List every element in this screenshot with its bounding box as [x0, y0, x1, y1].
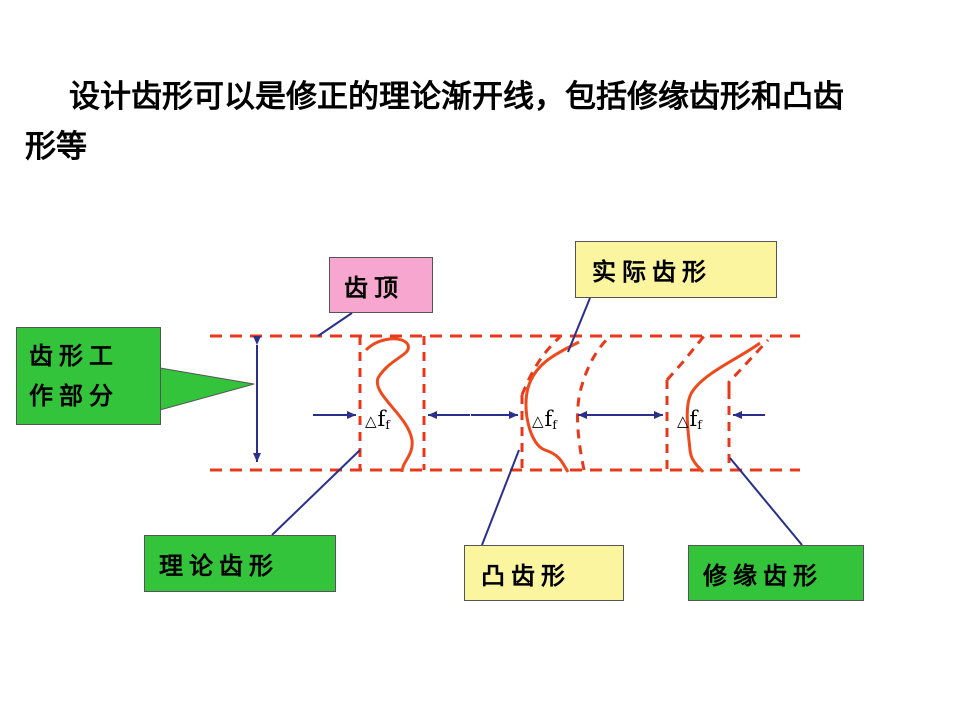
tooth-top-leader — [317, 312, 353, 337]
convex-right-dashed-boundary — [576, 334, 612, 471]
theoretical-profile-label: 理论齿形 — [144, 535, 336, 592]
deviation-label-1: △ff — [365, 407, 390, 432]
working-part-callout-pointer — [159, 367, 255, 411]
theoretical-actual-curve — [364, 337, 414, 473]
actual-profile-leader — [567, 297, 591, 353]
modified-profile-label: 修缘齿形 — [688, 545, 864, 601]
modified-profile-leader — [729, 457, 803, 546]
actual-profile-label: 实际齿形 — [575, 241, 777, 298]
theoretical-profile-leader — [271, 449, 361, 536]
working-part-label: 齿形工 作部分 — [16, 327, 161, 425]
deviation-label-2: △ff — [532, 407, 557, 432]
modified-actual-curve — [685, 341, 761, 473]
convex-profile-leader — [481, 449, 520, 546]
tooth-top-label: 齿顶 — [329, 257, 433, 313]
modified-right-dashed-boundary — [727, 338, 770, 390]
convex-profile-label: 凸齿形 — [464, 545, 624, 601]
page-title: 设计齿形可以是修正的理论渐开线，包括修缘齿形和凸齿形等 — [25, 79, 844, 165]
modified-left-dashed-boundary — [665, 335, 706, 381]
convex-left-dashed-boundary — [520, 335, 562, 396]
deviation-label-3: △ff — [677, 407, 702, 432]
convex-actual-curve — [524, 340, 580, 473]
